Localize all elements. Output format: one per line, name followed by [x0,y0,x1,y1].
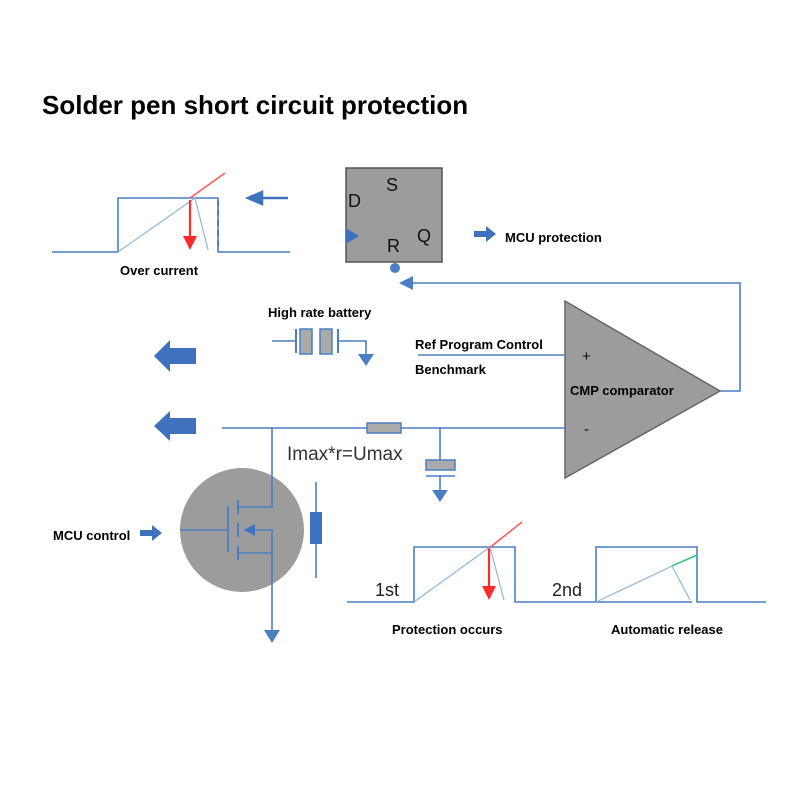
output-arrow-icon [154,340,196,372]
mcu-protection-label: MCU protection [505,230,602,245]
ref-program-control-label: Ref Program Control [415,337,543,352]
protection-occurs-label: Protection occurs [392,622,503,637]
release-waveform [595,546,766,603]
ff-r-label: R [387,236,400,256]
capacitor-ground [425,428,456,502]
ff-q-label: Q [417,226,431,246]
ff-d-label: D [348,191,361,211]
flip-flop-block: S D Q R [345,167,443,263]
sense-resistor [366,422,402,434]
feedback-arrow-icon [399,276,413,290]
cmp-comparator-label: CMP comparator [570,383,674,398]
left-arrow-icon [244,190,288,206]
comparator-block: + - [564,299,722,480]
formula-label: Imax*r=Umax [287,444,403,465]
mosfet-symbol [180,470,273,592]
benchmark-label: Benchmark [415,362,487,377]
protection-waveform [347,521,692,603]
mosfet-body [180,468,304,592]
second-pulse-label: 2nd [552,580,582,600]
ff-s-label: S [386,175,398,195]
clock-triangle-icon [346,228,359,244]
ground-arrow-icon [264,630,280,643]
comparator-plus-sign: + [582,348,591,365]
battery-symbol [272,328,374,366]
over-current-waveform [52,172,290,253]
gate-resistor [310,512,322,544]
reset-node [390,263,400,273]
mcu-control-label: MCU control [53,528,130,543]
output-arrow-icon [154,411,196,441]
red-arrow-icon [183,236,197,250]
first-pulse-label: 1st [375,580,399,600]
comparator-minus-sign: - [584,421,589,438]
over-current-label: Over current [120,263,199,278]
high-rate-battery-label: High rate battery [268,305,372,320]
diagram-title: Solder pen short circuit protection [42,90,468,120]
mcu-control-arrow-icon [140,525,162,541]
red-arrow-icon [482,586,496,600]
right-arrow-icon [474,226,496,242]
automatic-release-label: Automatic release [611,622,723,637]
